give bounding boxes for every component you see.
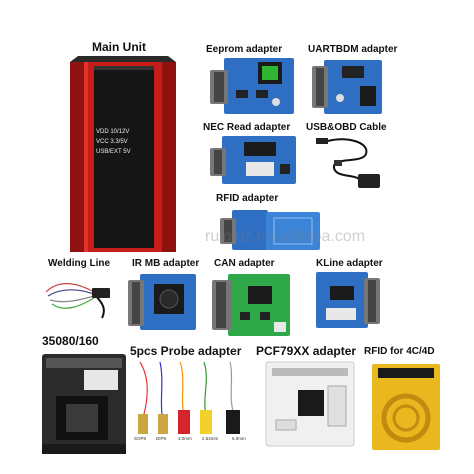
probe-dip8-label: DIP8 [156,436,167,441]
rfid-4c4d-image [368,362,444,452]
probe-3mm-label: 3.0mm [178,436,192,441]
watermark: ruiqidz.en.alibaba.com [205,228,366,245]
nec-adapter-image [206,134,298,188]
rfid-4c4d-label: RFID for 4C/4D [364,346,435,357]
uartbdm-adapter-label: UARTBDM adapter [308,44,398,55]
eeprom-adapter-image [206,56,296,118]
probe-254mm-label: 2.54mm [202,436,219,441]
usb-obd-cable-image [312,132,384,194]
unit-usb-text: USB/EXT 5V [96,149,131,155]
uartbdm-adapter-image [310,56,384,118]
usb-obd-cable-label: USB&OBD Cable [306,122,387,133]
probe-adapter-label: 5pcs Probe adapter [130,344,242,358]
rfid-adapter-label: RFID adapter [216,193,279,204]
welding-line-image [44,274,120,322]
probe-adapter-image [130,358,264,444]
main-unit-image [64,56,182,252]
p35080-label: 35080/160 [42,334,99,348]
probe-6mm-label: 6.0mm [232,436,246,441]
pcf79xx-adapter-image [262,360,358,450]
probe-sop8-label: SOP8 [134,436,147,441]
welding-line-label: Welding Line [48,258,111,269]
unit-vcc-text: VCC 3.3/5V [96,139,128,145]
kline-adapter-label: KLine adapter [316,258,383,269]
main-unit-label: Main Unit [92,40,146,54]
nec-adapter-label: NEC Read adapter [203,122,291,133]
can-adapter-label: CAN adapter [214,258,275,269]
kline-adapter-image [314,270,384,332]
rfid-adapter-image [216,206,326,258]
pcf79xx-adapter-label: PCF79XX adapter [256,344,357,358]
p35080-adapter-image [36,350,132,460]
ir-mb-adapter-label: IR MB adapter [132,258,200,269]
can-adapter-image [210,272,292,338]
eeprom-adapter-label: Eeprom adapter [206,44,283,55]
ir-mb-adapter-image [124,272,202,334]
unit-vdd-text: VDD 10/12V [96,129,130,135]
